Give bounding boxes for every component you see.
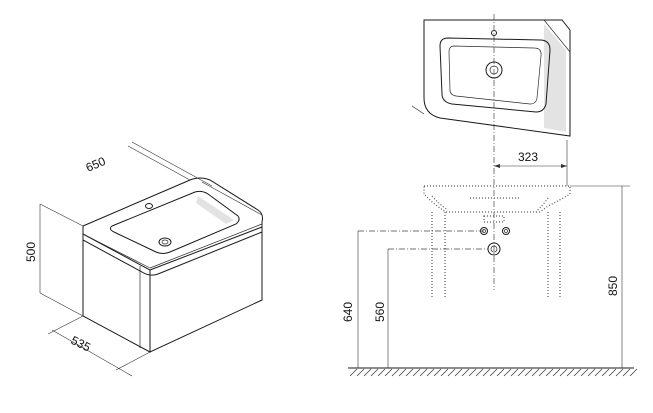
dim-line-width [131,141,213,187]
top-view-bowl [439,37,551,113]
water-inlet-right-icon [502,227,510,235]
isometric-view: 650 500 535 [24,141,263,377]
cabinet-side [149,226,263,353]
dim-line-depth [51,329,133,377]
front-basin [423,185,571,213]
dim-height-a: 640 [341,302,355,322]
floor-hatching [349,368,638,377]
basin-top [82,177,263,276]
dim-offset: 323 [518,150,538,164]
drain-icon [158,237,172,247]
dim-height: 500 [24,242,38,262]
top-view [411,14,571,290]
basin-bowl [109,190,240,254]
dim-width: 650 [84,154,108,175]
dim-total-height: 850 [606,276,620,296]
front-view: 323 640 560 850 [341,140,638,377]
tap-hole-icon [145,203,153,209]
top-view-outline [423,19,571,137]
dim-height-b: 560 [373,302,387,322]
